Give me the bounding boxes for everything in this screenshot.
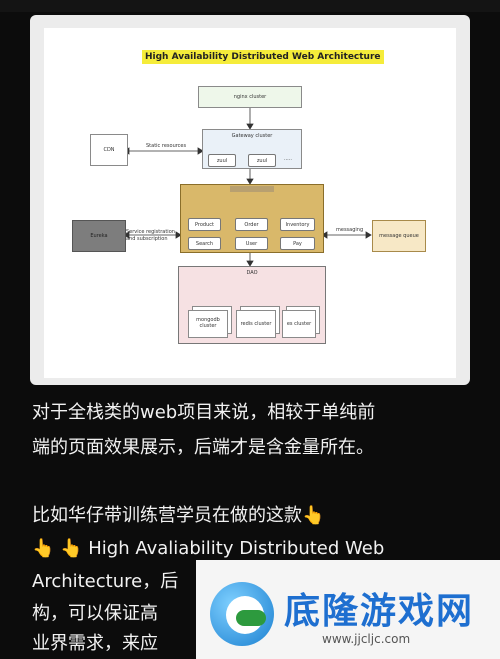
service-inventory: Inventory <box>280 218 315 231</box>
post-paragraph-1-line-2: 端的页面效果展示，后端才是含金量所在。 <box>32 437 374 458</box>
service-cluster-title-redacted <box>230 186 274 192</box>
redis-cluster-label: redis cluster <box>240 321 272 327</box>
watermark-overlay: 底隆游戏网 www.jjcljc.com <box>196 560 500 659</box>
mongodb-label: mongodb <box>196 317 220 323</box>
static-resources-label: Static resources <box>146 143 187 149</box>
post-paragraph-2-line-4: 构，可以保证高 <box>32 603 158 624</box>
messaging-label: messaging <box>336 227 364 233</box>
es-cluster-label: es cluster <box>286 321 312 327</box>
message-queue-box: message queue <box>372 220 426 252</box>
redis-cluster-box: redis cluster <box>236 310 276 338</box>
architecture-diagram: High Availability Distributed Web Archit… <box>44 28 456 378</box>
arrowhead-services-left <box>175 231 182 239</box>
top-strip <box>0 0 500 12</box>
mongodb-cluster-box: mongodb cluster <box>188 310 228 338</box>
eureka-label: Eureka <box>90 233 108 239</box>
arrowhead-gateway-left <box>197 147 204 155</box>
es-cluster-box: es cluster <box>282 310 316 338</box>
post-paragraph-2-line-3: Architecture，后 <box>32 571 179 592</box>
service-subscription-label: and subscription <box>126 236 168 242</box>
service-user: User <box>235 237 268 250</box>
dao-label: DAO <box>246 270 258 276</box>
arrowhead-dao <box>246 260 254 267</box>
post-paragraph-2-line-1: 比如华仔带训练营学员在做的这款👆 <box>32 505 325 526</box>
nginx-cluster-label: nginx cluster <box>233 94 267 100</box>
post-paragraph-2-line-2: 👆 👆 High Avaliability Distributed Web <box>32 538 385 559</box>
zuul-box-1: zuul <box>208 154 236 167</box>
gateway-more-dots: ..... <box>284 156 292 162</box>
post-paragraph-2-line-5: 业界需求，来应 <box>32 633 158 654</box>
gateway-cluster-label: Gateway cluster <box>231 133 273 139</box>
arrowhead-services <box>246 178 254 185</box>
watermark-site-name: 底隆游戏网 <box>284 591 475 632</box>
diagram-title: High Availability Distributed Web Archit… <box>142 50 384 64</box>
service-search: Search <box>188 237 221 250</box>
service-pay: Pay <box>280 237 315 250</box>
arrowhead-services-right <box>321 231 328 239</box>
message-queue-label: message queue <box>379 233 419 239</box>
arrowhead-eureka <box>123 231 130 239</box>
watermark-url: www.jjcljc.com <box>322 632 411 646</box>
eureka-box: Eureka <box>72 220 126 252</box>
service-registration-label: Service registration <box>126 229 175 235</box>
service-product: Product <box>188 218 221 231</box>
cdn-label: CDN <box>103 147 115 153</box>
nginx-cluster-box: nginx cluster <box>198 86 302 108</box>
arrowhead-mq <box>365 231 372 239</box>
zuul-box-2: zuul <box>248 154 276 167</box>
arrowhead-gateway <box>246 123 254 130</box>
cdn-box: CDN <box>90 134 128 166</box>
site-logo-accent <box>236 610 266 626</box>
mongodb-cluster-label: cluster <box>199 323 217 329</box>
post-paragraph-1-line-1: 对于全栈类的web项目来说，相较于单纯前 <box>32 402 376 423</box>
service-order: Order <box>235 218 268 231</box>
